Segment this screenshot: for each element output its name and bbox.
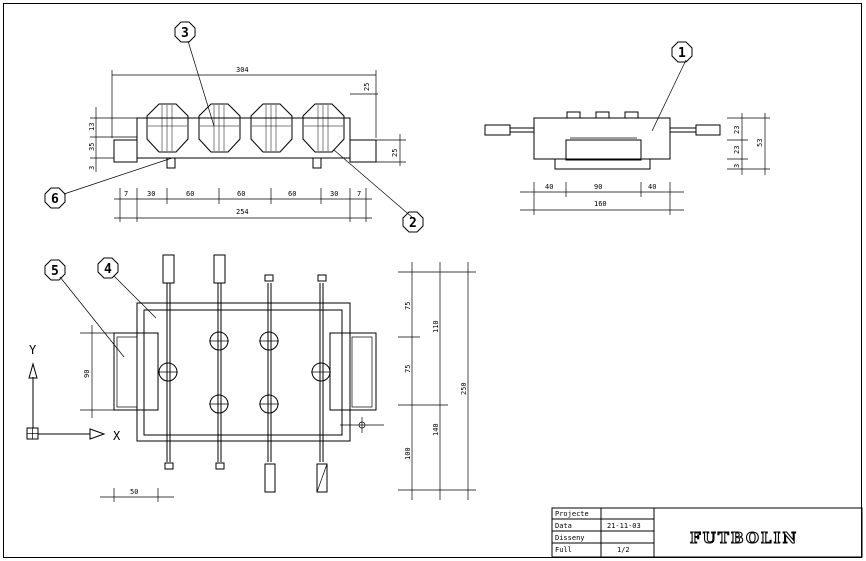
dim-plan-bottom: 50 [130, 488, 138, 496]
balloon-5: 5 [44, 259, 66, 281]
dim-side-3: 3 [733, 164, 741, 168]
dim-side-1: 23 [733, 126, 741, 134]
title-block: Projecte Data 21-11-03 Disseny Full 1/2 … [551, 507, 863, 558]
sheet-border [3, 3, 862, 558]
balloon-5-label: 5 [51, 264, 59, 279]
dim-front-bottom-4: 60 [237, 190, 245, 198]
title-block-label-sheet: Full [555, 546, 572, 554]
dim-plan-right-a: 75 [404, 302, 412, 310]
title-block-label-design: Disseny [555, 534, 585, 542]
dim-side-bottom-1: 40 [545, 183, 553, 191]
dim-plan-right-bc: 140 [432, 423, 440, 436]
dim-front-bottom-5: 60 [288, 190, 296, 198]
axis-x-label: X [113, 429, 121, 443]
balloon-6-label: 6 [51, 192, 59, 207]
axis-y-label: Y [29, 343, 37, 357]
dim-side-total: 53 [756, 139, 764, 147]
balloon-1: 1 [671, 41, 693, 63]
dim-side-bottom-total: 160 [594, 200, 607, 208]
balloon-2-label: 2 [409, 216, 417, 231]
title-block-label-project: Projecte [555, 510, 589, 518]
dim-front-left-1: 13 [88, 123, 96, 131]
dim-front-bottom-total: 254 [236, 208, 249, 216]
side-view: 23 23 3 53 40 90 40 160 [484, 111, 770, 215]
balloon-3: 3 [174, 21, 196, 43]
drawing-title: FUTBOLIN [690, 529, 798, 547]
title-block-value-sheet: 1/2 [617, 546, 630, 554]
dim-plan-right-b: 75 [404, 365, 412, 373]
balloon-2: 2 [402, 211, 424, 233]
callout-balloons: 3 1 2 6 5 4 [44, 21, 693, 358]
balloon-6: 6 [44, 187, 66, 209]
dim-plan-right-c: 100 [404, 447, 412, 460]
balloon-3-label: 3 [181, 26, 189, 41]
dim-front-left-2: 35 [88, 143, 96, 151]
balloon-1-label: 1 [678, 46, 686, 61]
balloon-4: 4 [97, 257, 119, 279]
dim-side-bottom-2: 90 [594, 183, 602, 191]
front-view: 304 25 13 35 3 25 7 30 60 60 60 30 7 254 [88, 66, 406, 222]
dim-front-bottom-3: 60 [186, 190, 194, 198]
dim-side-bottom-3: 40 [648, 183, 656, 191]
plan-view: 75 75 100 110 140 250 90 50 [80, 254, 476, 502]
dim-plan-right-total: 250 [460, 382, 468, 395]
rod-octagon [250, 103, 293, 153]
dim-front-width: 304 [236, 66, 249, 74]
dim-plan-right-ab: 110 [432, 320, 440, 333]
dim-plan-left: 90 [83, 370, 91, 378]
dim-front-left-3: 3 [88, 166, 96, 170]
ucs-axis-icon: Y X [26, 343, 121, 443]
title-block-label-date: Data [555, 522, 572, 530]
dim-front-bottom-7: 7 [357, 190, 361, 198]
dim-front-bottom-6: 30 [330, 190, 338, 198]
dim-front-bottom-2: 30 [147, 190, 155, 198]
rod-octagon [146, 103, 189, 153]
dim-front-bottom-1: 7 [124, 190, 128, 198]
dim-front-top-step: 25 [363, 83, 371, 91]
balloon-4-label: 4 [104, 262, 112, 277]
dim-side-2: 23 [733, 146, 741, 154]
dim-front-right: 25 [391, 149, 399, 157]
rod-octagon [302, 103, 345, 153]
rod-octagon [198, 103, 241, 153]
title-block-value-date: 21-11-03 [607, 522, 641, 530]
